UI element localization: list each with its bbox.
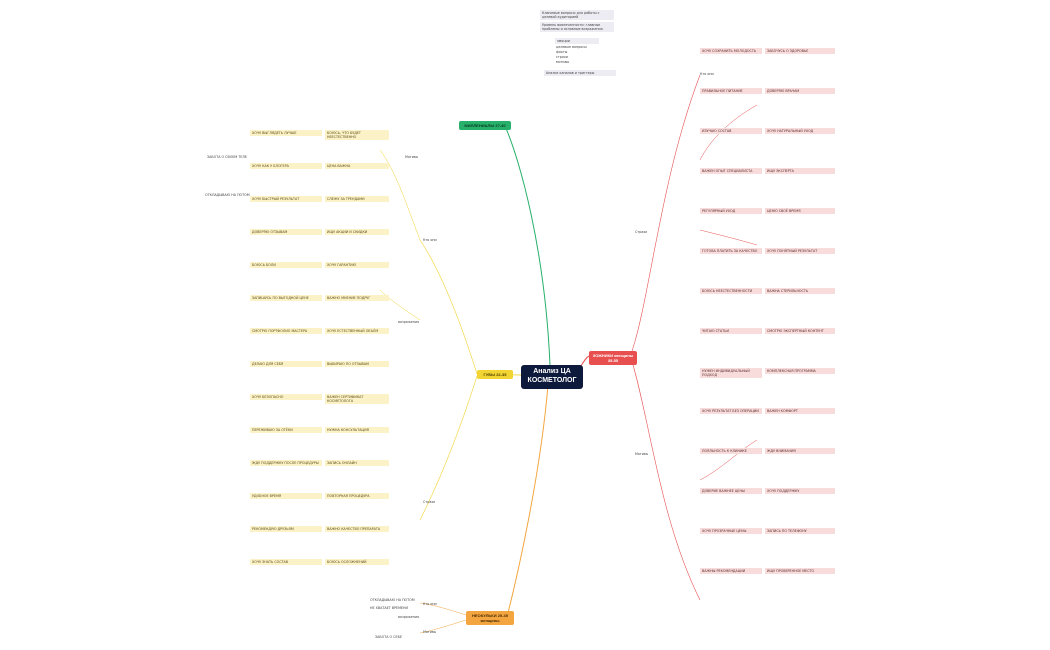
yellow-note: БОЮСЬ ОСЛОЖНЕНИЙ bbox=[325, 559, 389, 565]
yellow-note: СМОТРЮ ПОРТФОЛИО МАСТЕРА bbox=[250, 328, 322, 334]
connector-red-up bbox=[630, 74, 701, 355]
yellow-note: ВАЖЕН СЕРТИФИКАТ КОСМЕТОЛОГА bbox=[325, 394, 389, 404]
connector-center-green bbox=[504, 125, 551, 366]
red-note: ВАЖНЫ РЕКОМЕНДАЦИИ bbox=[700, 568, 762, 574]
red-note: ПРАВИЛЬНОЕ ПИТАНИЕ bbox=[700, 88, 762, 94]
center-topic[interactable]: Анализ ЦА КОСМЕТОЛОГ bbox=[521, 365, 583, 389]
connector-red-down bbox=[630, 357, 701, 601]
hub-healthy-lifestyle[interactable]: ЗОЖНИКИ женщины 35-55 bbox=[589, 351, 637, 365]
yellow-note: ИЩУ АКЦИИ И СКИДКИ bbox=[325, 229, 389, 235]
red-note: ИЩУ ЭКСПЕРТА bbox=[765, 168, 835, 174]
legend-4: мотивы bbox=[556, 60, 570, 64]
red-note: ХОЧУ ПРОЗРАЧНЫЕ ЦЕНЫ bbox=[700, 528, 762, 534]
connector-yellow-mid bbox=[379, 149, 421, 241]
connector-yellow-mid2 bbox=[379, 289, 421, 321]
red-note: ДОВЕРИЕ ВАЖНЕЕ ЦЕНЫ bbox=[700, 488, 762, 494]
yellow-note: ХОЧУ КАК У БЛОГЕРА bbox=[250, 163, 322, 169]
yellow-note: ДЕЛАЮ ДЛЯ СЕБЯ bbox=[250, 361, 322, 367]
red-note: ЖДУ ВНИМАНИЯ bbox=[765, 448, 835, 454]
yellow-note: УДОБНОЕ ВРЕМЯ bbox=[250, 493, 322, 499]
connector-red-mid3 bbox=[699, 439, 758, 481]
red-note: ЗАБОЧУСЬ О ЗДОРОВЬЕ bbox=[765, 48, 835, 54]
note-2: Уровень вовлеченности: главные проблемы … bbox=[540, 22, 614, 32]
red-note: ХОЧУ ПОНЯТНЫЙ РЕЗУЛЬТАТ bbox=[765, 248, 835, 254]
red-note: ЛОЯЛЬНОСТЬ К КЛИНИКЕ bbox=[700, 448, 762, 454]
yellow-note: ХОЧУ БЕЗОПАСНО bbox=[250, 394, 322, 400]
yellow-note: ЗАПИСЬ ОНЛАЙН bbox=[325, 460, 389, 466]
note-1: Ключевые вопросы для работы с целевой ау… bbox=[540, 10, 614, 20]
red-note: ИЩУ ПРОВЕРЕННОЕ МЕСТО bbox=[765, 568, 835, 574]
yellow-note: ПОВТОРНАЯ ПРОЦЕДУРА bbox=[325, 493, 389, 499]
yellow-note: ВЫБИРАЮ ПО ОТЗЫВАМ bbox=[325, 361, 389, 367]
branch-red-3: Мотивы bbox=[635, 452, 649, 456]
yellow-note: ДОВЕРЯЮ ОТЗЫВАМ bbox=[250, 229, 322, 235]
red-note: ЦЕНЮ СВОЁ ВРЕМЯ bbox=[765, 208, 835, 214]
red-note: БОЮСЬ НЕЕСТЕСТВЕННОСТИ bbox=[700, 288, 762, 294]
branch-yellow-4: возражения bbox=[398, 320, 420, 324]
left-label-3: ОТКЛАДЫВАЮ НА ПОТОМ bbox=[370, 598, 415, 602]
branch-orange-1: Кто они bbox=[423, 602, 437, 606]
left-label-4: НЕ ХВАТАЕТ ВРЕМЕНИ bbox=[370, 606, 409, 610]
yellow-note: БОЮСЬ, ЧТО БУДЕТ НЕЕСТЕСТВЕННО bbox=[325, 130, 389, 140]
branch-orange-3: возражения bbox=[398, 615, 420, 619]
red-note: ЗАПИСЬ ПО ТЕЛЕФОНУ bbox=[765, 528, 835, 534]
yellow-note: РЕКОМЕНДУЮ ДРУЗЬЯМ bbox=[250, 526, 322, 532]
hub-neo-culture[interactable]: НЕОКУЛЬКИ 25-45 женщины bbox=[466, 611, 514, 625]
red-note: ХОЧУ РЕЗУЛЬТАТ БЕЗ ОПЕРАЦИИ bbox=[700, 408, 762, 414]
branch-yellow-3: Мотивы bbox=[405, 155, 419, 159]
yellow-note: ВАЖНО КАЧЕСТВО ПРЕПАРАТА bbox=[325, 526, 389, 532]
branch-orange-2: Мотивы bbox=[423, 630, 437, 634]
hub-millennials[interactable]: МИЛЛЕНИАЛЫ 27-40 bbox=[459, 121, 511, 130]
yellow-note: СЛЕЖУ ЗА ТРЕНДАМИ bbox=[325, 196, 389, 202]
hub-lips[interactable]: ГУБЫ 22-35 bbox=[477, 370, 513, 379]
yellow-note: БОЮСЬ БОЛИ bbox=[250, 262, 322, 268]
left-label-5: ЗАБОТА О СЕБЕ bbox=[375, 635, 402, 639]
yellow-note: ХОЧУ ЕСТЕСТВЕННЫЙ ОБЪЁМ bbox=[325, 328, 389, 334]
yellow-note: ПЕРЕЖИВАЮ ЗА ОТЁКИ bbox=[250, 427, 322, 433]
branch-yellow-1: Кто они bbox=[423, 238, 437, 242]
left-label-1: ЗАБОТА О СВОЁМ ТЕЛЕ bbox=[207, 155, 247, 159]
red-note: ДОВЕРЯЮ ВРАЧАМ bbox=[765, 88, 835, 94]
connector-yellow-up bbox=[419, 239, 478, 375]
legend-1: целевые вопросы bbox=[556, 45, 587, 49]
yellow-note: ХОЧУ ВЫГЛЯДЕТЬ ЛУЧШЕ bbox=[250, 130, 322, 136]
connector-yellow-down bbox=[419, 375, 478, 521]
red-note: ХОЧУ ПОДДЕРЖКУ bbox=[765, 488, 835, 494]
red-note: ХОЧУ НАТУРАЛЬНЫЙ УХОД bbox=[765, 128, 835, 134]
yellow-note: ХОЧУ БЫСТРЫЙ РЕЗУЛЬТАТ bbox=[250, 196, 322, 202]
red-note: ВАЖЕН КОМФОРТ bbox=[765, 408, 835, 414]
connector-orange-a bbox=[419, 602, 467, 616]
yellow-note: ЦЕНА ВАЖНА bbox=[325, 163, 389, 169]
red-note: ХОЧУ СОХРАНИТЬ МОЛОДОСТЬ bbox=[700, 48, 762, 54]
note-4: Анализ каналов и триггеры bbox=[544, 70, 616, 76]
yellow-note: ХОЧУ ЗНАТЬ СОСТАВ bbox=[250, 559, 322, 565]
red-note: ВАЖЕН ОПЫТ СПЕЦИАЛИСТА bbox=[700, 168, 762, 174]
red-note: РЕГУЛЯРНЫЙ УХОД bbox=[700, 208, 762, 214]
yellow-note: НУЖНА КОНСУЛЬТАЦИЯ bbox=[325, 427, 389, 433]
yellow-note: ЗАПИШУСЬ ПО ВЫГОДНОЙ ЦЕНЕ bbox=[250, 295, 322, 301]
red-note: ГОТОВА ПЛАТИТЬ ЗА КАЧЕСТВО bbox=[700, 248, 762, 254]
left-label-2: ОТКЛАДЫВАЮ НА ПОТОМ bbox=[205, 193, 250, 197]
legend-3: страхи bbox=[556, 55, 568, 59]
red-note: КОМПЛЕКСНАЯ ПРОГРАММА bbox=[765, 368, 835, 374]
legend-2: факты bbox=[556, 50, 568, 54]
branch-yellow-2: Страхи bbox=[423, 500, 436, 504]
connector-red-mid2 bbox=[699, 229, 758, 246]
branch-red-1: Кто они bbox=[700, 72, 714, 76]
red-note: ЧИТАЮ СТАТЬИ bbox=[700, 328, 762, 334]
connector-orange-b bbox=[419, 619, 467, 634]
yellow-note: ХОЧУ ГАРАНТИЮ bbox=[325, 262, 389, 268]
branch-red-2: Страхи bbox=[635, 230, 648, 234]
note-3: эмоции bbox=[555, 38, 599, 44]
connector-center-orange bbox=[507, 384, 549, 614]
yellow-note: ВАЖНО МНЕНИЕ ПОДРУГ bbox=[325, 295, 389, 301]
yellow-note: ЖДУ ПОДДЕРЖКУ ПОСЛЕ ПРОЦЕДУРЫ bbox=[250, 460, 322, 466]
red-note: ИЗУЧАЮ СОСТАВ bbox=[700, 128, 762, 134]
red-note: СМОТРЮ ЭКСПЕРТНЫЙ КОНТЕНТ bbox=[765, 328, 835, 334]
red-note: НУЖЕН ИНДИВИДУАЛЬНЫЙ ПОДХОД bbox=[700, 368, 762, 378]
red-note: ВАЖНА СТЕРИЛЬНОСТЬ bbox=[765, 288, 835, 294]
